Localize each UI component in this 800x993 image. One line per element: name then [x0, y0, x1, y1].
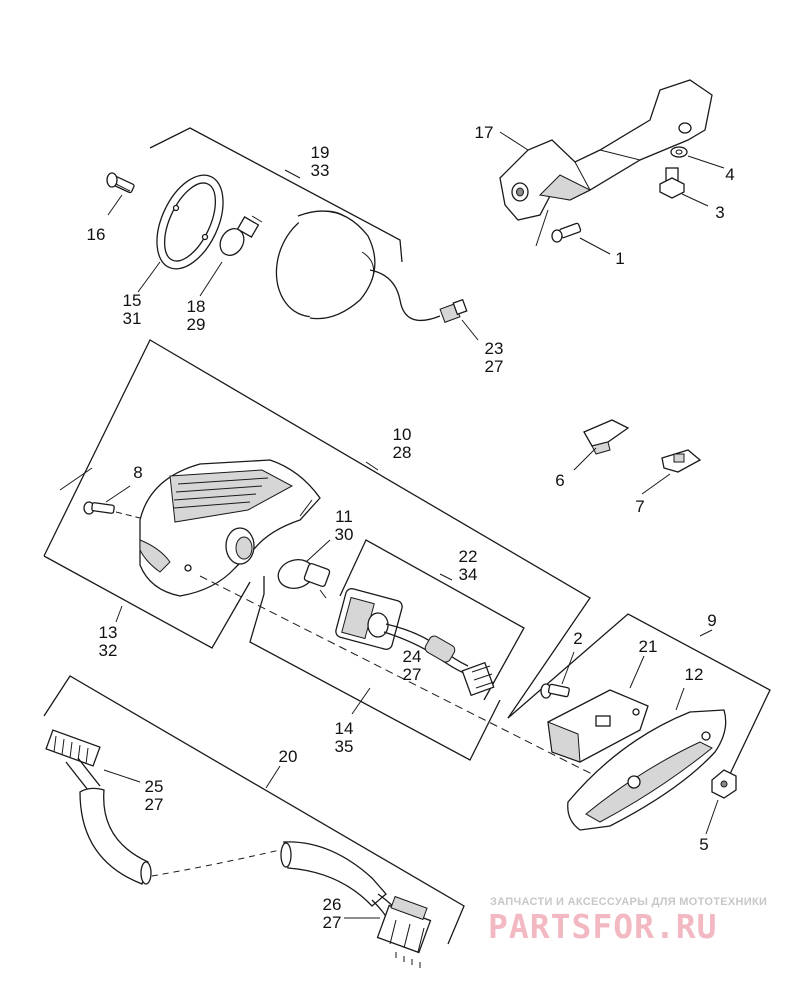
- leader-14: [351, 687, 371, 715]
- leader-21: [629, 655, 645, 689]
- leader-6: [573, 447, 597, 471]
- connector-part-24: [461, 661, 495, 697]
- license-lamp-group: [507, 613, 771, 835]
- leader-20: [265, 765, 281, 789]
- clip-part-7: [661, 449, 702, 473]
- conduit-dash: [151, 849, 281, 877]
- leader-1: [579, 237, 611, 255]
- callout-6: 6: [555, 471, 564, 490]
- watermark-tagline: ЗАПЧАСТИ И АКСЕССУАРЫ ДЛЯ МОТОТЕХНИКИ: [490, 896, 768, 908]
- leader-7: [641, 473, 671, 495]
- screw-part-16: [106, 172, 135, 194]
- callout-12: 12: [685, 665, 704, 684]
- leader-12: [675, 687, 685, 711]
- callout-20: 20: [279, 747, 298, 766]
- callout-3: 3: [715, 203, 724, 222]
- leader-22: [439, 573, 453, 581]
- callout-16: 16: [87, 225, 106, 244]
- leader-18: [199, 261, 223, 297]
- callout-9: 9: [707, 611, 716, 630]
- socket-part-22: [335, 588, 469, 675]
- nut-part-5: [711, 769, 737, 799]
- group-bracket-14: [249, 576, 501, 761]
- connector-part-25: [45, 729, 101, 791]
- group-bracket-20: [43, 675, 465, 945]
- conduit-part-20b: [280, 841, 399, 921]
- group-bracket-9: [507, 613, 771, 775]
- bracket-tick: [59, 467, 93, 491]
- tail-lamp-group: [43, 339, 601, 779]
- group-bracket-19: [149, 127, 403, 263]
- clip-part-6: [583, 419, 630, 455]
- leader-13: [115, 605, 123, 623]
- circuit-board-part-21: [547, 689, 649, 763]
- callout-7: 7: [635, 497, 644, 516]
- bracket-part-17: [499, 79, 713, 247]
- screw-part-2: [540, 683, 570, 699]
- assembly-axis: [199, 575, 561, 759]
- callout-1: 1: [615, 249, 624, 268]
- lens-part-12: [567, 709, 727, 831]
- leader-15: [137, 261, 161, 293]
- group-bracket-22: [339, 539, 525, 701]
- axis-8: [115, 511, 141, 519]
- mount-bracket-group: [499, 79, 725, 255]
- leader-11: [305, 539, 331, 563]
- trim-ring-part-15: [156, 174, 224, 270]
- callout-2: 2: [573, 629, 582, 648]
- lamp-housing-part-19: [275, 210, 468, 323]
- callout-4: 4: [725, 165, 734, 184]
- callout-5: 5: [699, 835, 708, 854]
- leader-5: [705, 799, 719, 835]
- tail-lamp-housing-part-13: [139, 459, 321, 597]
- turn-signal-lamp-group: [106, 127, 479, 341]
- harness-group: [43, 675, 465, 968]
- screw-part-1: [551, 222, 582, 243]
- screw-part-8: [83, 501, 115, 515]
- connector-part-26: [376, 895, 432, 968]
- leader-8: [105, 485, 131, 503]
- leader-19: [284, 169, 301, 179]
- leader-25: [103, 769, 141, 783]
- leader-23: [461, 319, 479, 341]
- callout-21: 21: [639, 637, 658, 656]
- bulb-part-11: [277, 559, 331, 599]
- group-bracket-10: [43, 339, 591, 719]
- washer-part-4: [670, 146, 688, 158]
- conduit-part-20: [79, 787, 152, 885]
- callout-8: 8: [133, 463, 142, 482]
- assembly-axis-2: [559, 757, 601, 779]
- leader-4: [687, 155, 725, 169]
- leader-9: [699, 629, 713, 637]
- leader-3: [681, 193, 709, 207]
- leader-2: [561, 651, 575, 685]
- leader-17: [499, 131, 529, 151]
- watermark-logo: PARTSFOR.RU: [488, 907, 718, 946]
- bulb-part-18: [219, 215, 263, 256]
- leader-16: [107, 194, 123, 216]
- group-bracket-13: [43, 555, 251, 649]
- leader-10: [365, 461, 379, 471]
- callout-17: 17: [475, 123, 494, 142]
- bolt-part-3: [659, 167, 685, 199]
